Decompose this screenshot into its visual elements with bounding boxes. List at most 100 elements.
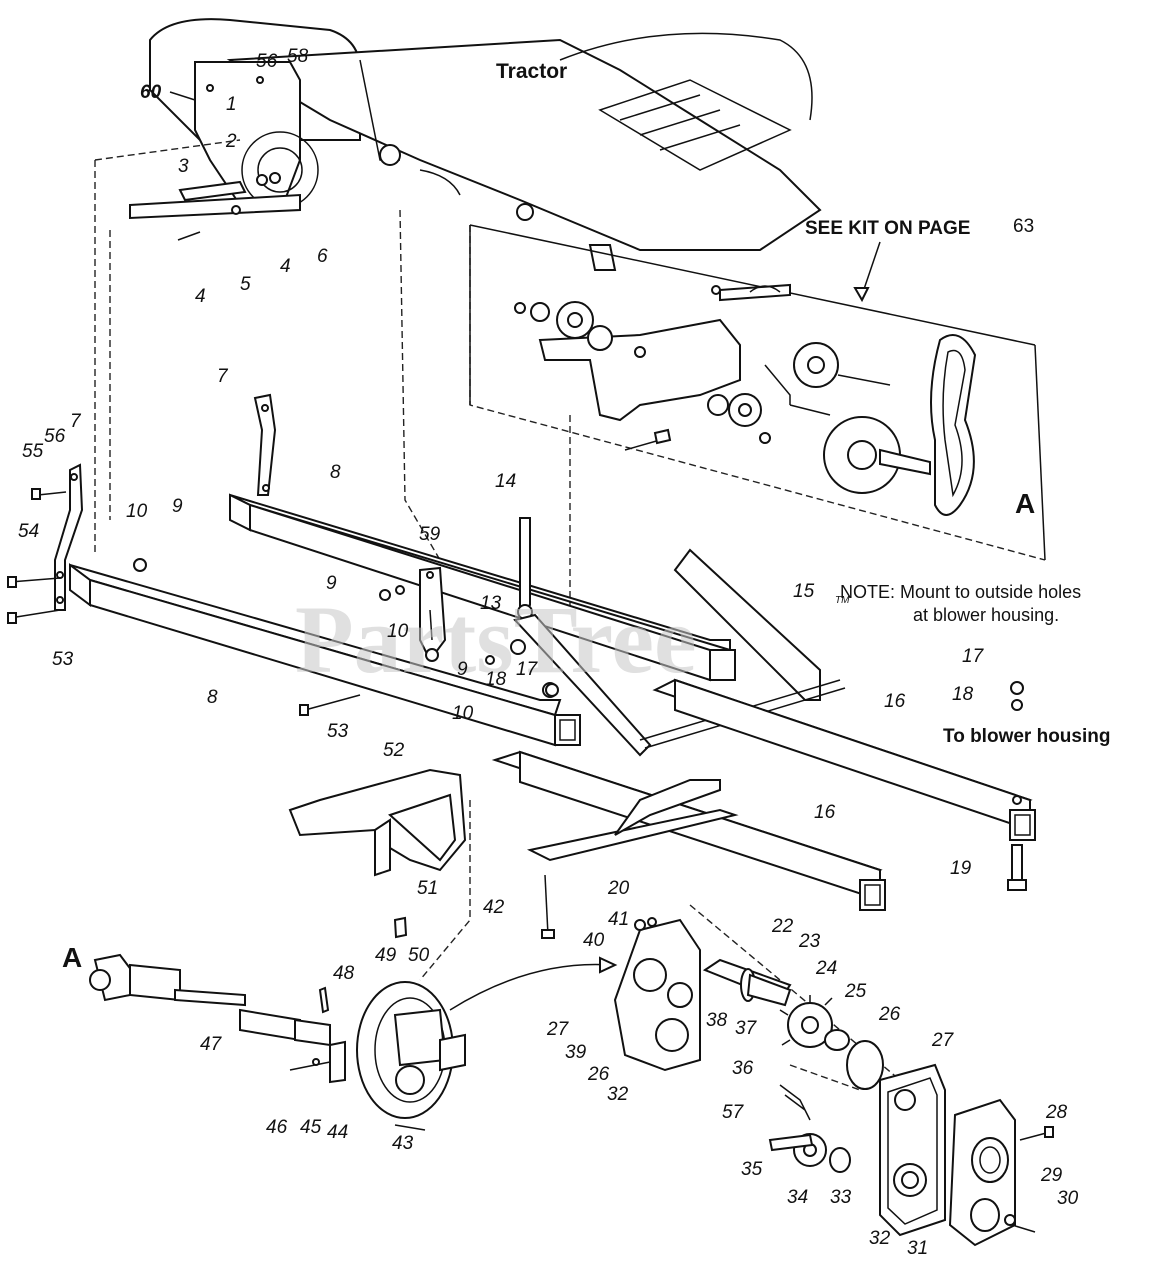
tractor-label: Tractor	[496, 60, 567, 83]
link-59	[419, 566, 447, 662]
shaft-37	[702, 958, 792, 1007]
callout-59: 59	[419, 524, 441, 545]
callout-26-left: 26	[587, 1064, 610, 1085]
callout-51: 51	[417, 878, 438, 899]
callout-16-lower: 16	[814, 802, 836, 823]
callout-40: 40	[583, 930, 605, 951]
callout-53-left: 53	[52, 649, 74, 670]
shield-52	[288, 768, 467, 877]
callout-15: 15	[793, 581, 815, 602]
callout-55: 55	[22, 441, 44, 462]
ref-a-kit: A	[1015, 488, 1035, 519]
callout-42: 42	[483, 897, 505, 918]
ref-a-shaft: A	[62, 942, 82, 973]
callout-8-left: 8	[207, 687, 218, 708]
gearbox-cover-31	[948, 1098, 1054, 1247]
callout-39: 39	[565, 1042, 587, 1063]
callout-4b: 4	[195, 286, 206, 307]
note-line-1: NOTE: Mount to outside holes	[840, 582, 1081, 602]
callout-20: 20	[607, 878, 630, 899]
callout-7-left: 7	[70, 411, 82, 432]
plate-20	[526, 779, 739, 862]
callout-56: 56	[256, 51, 278, 72]
callout-14: 14	[495, 471, 516, 492]
callout-50: 50	[408, 945, 430, 966]
callout-58: 58	[287, 46, 309, 67]
callout-9-mid: 9	[326, 573, 337, 594]
gearbox-gasket-33	[879, 1063, 946, 1237]
callout-33: 33	[830, 1187, 852, 1208]
callout-3: 3	[178, 156, 189, 177]
callout-34: 34	[787, 1187, 808, 1208]
callout-27-right: 27	[931, 1030, 955, 1051]
callout-57: 57	[722, 1102, 745, 1123]
drive-shaft	[89, 953, 331, 1047]
callouts: 60 56 58 1 2 3 4 4 5 6 7 7 55 56 54 53 1…	[18, 46, 1079, 1259]
callout-43: 43	[392, 1133, 414, 1154]
callout-38: 38	[706, 1010, 728, 1031]
callout-52: 52	[383, 740, 405, 761]
callout-13: 13	[480, 593, 502, 614]
callout-24: 24	[815, 958, 837, 979]
callout-23: 23	[798, 931, 821, 952]
callout-6: 6	[317, 246, 328, 267]
callout-60: 60	[140, 82, 162, 103]
watermark-tm: TM	[835, 595, 850, 606]
watermark: PartsTree	[295, 586, 697, 693]
callout-7-upper: 7	[217, 366, 229, 387]
callout-17-mid: 17	[516, 659, 539, 680]
frame-bar-right	[229, 493, 736, 682]
curved-arrow	[449, 956, 618, 1011]
callout-48: 48	[333, 963, 355, 984]
callout-44: 44	[327, 1122, 348, 1143]
callout-35: 35	[741, 1159, 763, 1180]
callout-36: 36	[732, 1058, 754, 1079]
callout-45: 45	[300, 1117, 322, 1138]
callout-10-left: 10	[126, 501, 148, 522]
callout-18-mid: 18	[485, 669, 507, 690]
callout-25: 25	[844, 981, 867, 1002]
mounting-bracket-60	[129, 61, 319, 241]
callout-37: 37	[735, 1018, 758, 1039]
callout-49: 49	[375, 945, 397, 966]
callout-46: 46	[266, 1117, 288, 1138]
gear-housing-50	[289, 916, 466, 1131]
kit-assembly	[469, 224, 1046, 561]
callout-18-right: 18	[952, 684, 974, 705]
callout-47: 47	[200, 1034, 223, 1055]
callout-27-left: 27	[546, 1019, 570, 1040]
callout-16-upper: 16	[884, 691, 906, 712]
bolts	[7, 488, 405, 716]
callout-9-low: 9	[457, 659, 468, 680]
callout-32-right: 32	[869, 1228, 891, 1249]
callout-8-right: 8	[330, 462, 341, 483]
callout-4: 4	[280, 256, 291, 277]
callout-5: 5	[240, 274, 251, 295]
callout-19: 19	[950, 858, 972, 879]
bolt-19-42	[541, 681, 1027, 939]
gearbox-housing-left	[613, 917, 701, 1072]
callout-56-left: 56	[44, 426, 66, 447]
callout-53-mid: 53	[327, 721, 349, 742]
callout-9-left: 9	[172, 496, 183, 517]
kit-page-number: 63	[1013, 216, 1034, 237]
frame-bar-16-upper	[652, 678, 1036, 841]
callout-32-left: 32	[607, 1084, 629, 1105]
frame-bar-16-lower	[491, 750, 886, 911]
callout-10-mid: 10	[387, 621, 409, 642]
callout-10-low: 10	[452, 703, 474, 724]
note-line-2: at blower housing.	[913, 605, 1059, 625]
bracket-7	[54, 393, 277, 611]
sprocket-24	[779, 995, 884, 1090]
callout-29: 29	[1040, 1165, 1063, 1186]
blower-housing-label: To blower housing	[943, 726, 1110, 747]
callout-2: 2	[225, 131, 237, 152]
callout-1: 1	[226, 94, 237, 115]
callout-41: 41	[608, 909, 629, 930]
callout-26-right: 26	[878, 1004, 901, 1025]
callout-22: 22	[771, 916, 794, 937]
callout-31: 31	[907, 1238, 928, 1259]
callout-54: 54	[18, 521, 39, 542]
callout-17-right: 17	[962, 646, 985, 667]
